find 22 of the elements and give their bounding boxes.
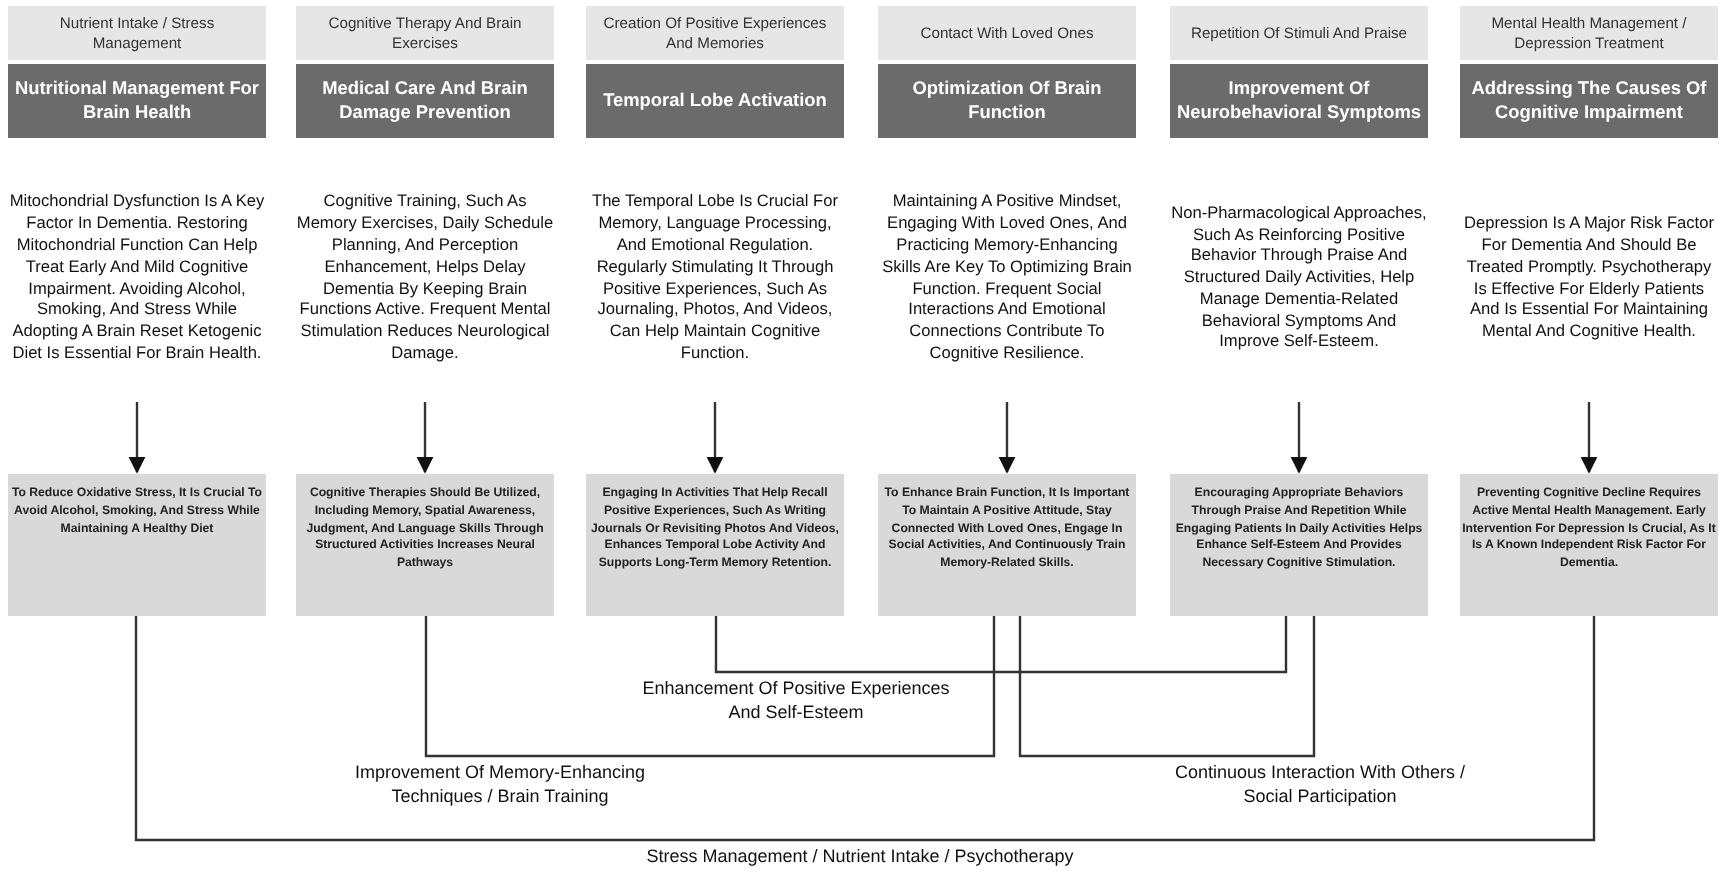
description-text: The Temporal Lobe Is Crucial For Memory, Language Processing, And Emotional Regulation. Regularly Stimulating It Through Positive Experiences, Such As Journaling, Photos, And Videos, Can Help Maintain Cognitive Function.	[586, 152, 844, 402]
heading-box: Temporal Lobe Activation	[586, 64, 844, 138]
heading-box: Optimization Of Brain Function	[878, 64, 1136, 138]
arrow	[1290, 402, 1308, 474]
heading-box: Medical Care And Brain Damage Prevention	[296, 64, 554, 138]
heading-box: Addressing The Causes Of Cognitive Impairment	[1460, 64, 1718, 138]
description-text: Depression Is A Major Risk Factor For Dementia And Should Be Treated Promptly. Psychotherapy Is Effective For Elderly Patients And Is Essential For Maintaining Mental And Cognitive Health.	[1460, 152, 1718, 402]
connector-line	[1018, 616, 1316, 758]
arrow	[706, 402, 724, 474]
description-text: Cognitive Training, Such As Memory Exercises, Daily Schedule Planning, And Perception Enhancement, Helps Delay Dementia By Keeping Brain Functions Active. Frequent Mental Stimulation Reduces Neurological Damage.	[296, 152, 554, 402]
description-text: Mitochondrial Dysfunction Is A Key Factor In Dementia. Restoring Mitochondrial Function Can Help Treat Early And Mild Cognitive Impairment. Avoiding Alcohol, Smoking, And Stress While Adopting A Brain Reset Ketogenic Diet Is Essential For Brain Health.	[8, 152, 266, 402]
description-text: Maintaining A Positive Mindset, Engaging With Loved Ones, And Practicing Memory-Enhancing Skills Are Key To Optimizing Brain Function. Frequent Social Interactions And Emotional Connections Contribute To Cognitive Resilience.	[878, 152, 1136, 402]
heading-box: Nutritional Management For Brain Health	[8, 64, 266, 138]
description-text: Non-Pharmacological Approaches, Such As Reinforcing Positive Behavior Through Praise And Structured Daily Activities, Help Manage Dementia-Related Behavioral Symptoms And Improve Self-Esteem.	[1170, 152, 1428, 402]
arrow	[416, 402, 434, 474]
arrow	[998, 402, 1016, 474]
heading-box: Improvement Of Neurobehavioral Symptoms	[1170, 64, 1428, 138]
arrow	[1580, 402, 1598, 474]
connector-line	[714, 616, 1288, 674]
connector-line	[134, 616, 1596, 842]
connector-line	[424, 616, 996, 758]
arrow	[128, 402, 146, 474]
